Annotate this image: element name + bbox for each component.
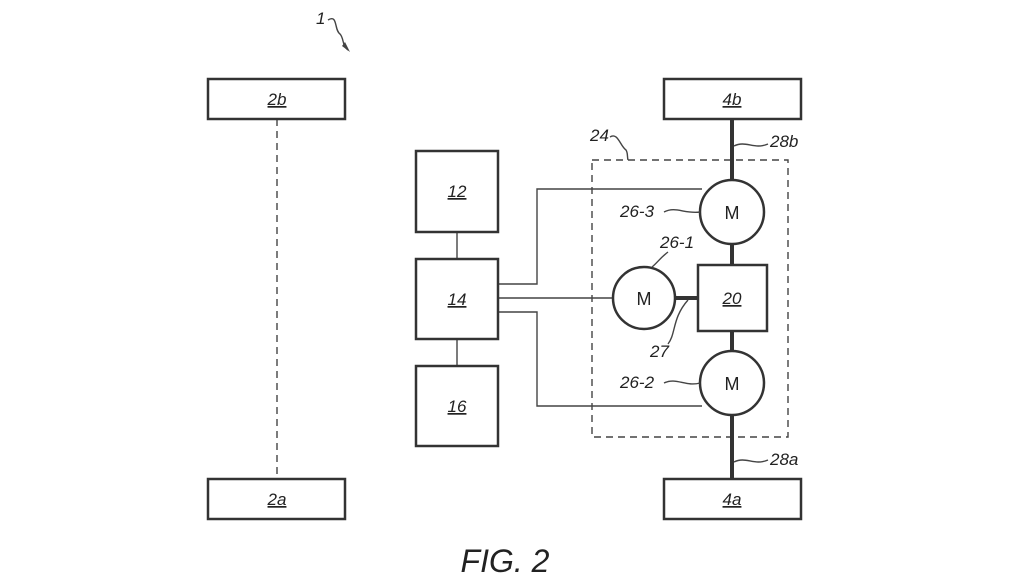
front-shaft-ref: 28b bbox=[769, 132, 798, 151]
wheel-4b-box bbox=[662, 77, 803, 121]
wheel-4a-box bbox=[662, 477, 803, 521]
rear-shaft-leader bbox=[733, 459, 769, 463]
motor-26-3-ref: 26-3 bbox=[619, 202, 655, 221]
link-14-motor2 bbox=[498, 311, 702, 407]
link-14-motor3 bbox=[498, 188, 702, 285]
front-shaft-leader bbox=[733, 143, 769, 147]
block-14-label: 14 bbox=[448, 290, 467, 309]
block-16-label: 16 bbox=[448, 397, 467, 416]
system-ref-label: 1 bbox=[316, 9, 325, 28]
block-14-box bbox=[414, 257, 500, 341]
block-20-label: 20 bbox=[722, 289, 742, 308]
wheel-2b-label: 2b bbox=[267, 90, 287, 109]
motor-26-3-symbol: M bbox=[725, 203, 740, 223]
block-12-label: 12 bbox=[448, 182, 467, 201]
motor-26-1-leader bbox=[651, 251, 669, 268]
wheel-2b-box bbox=[206, 77, 347, 121]
wheel-4a-label: 4a bbox=[723, 490, 742, 509]
coupling-27-leader bbox=[667, 299, 689, 345]
system-ref-arrowhead bbox=[342, 42, 350, 52]
motor-26-2-ref: 26-2 bbox=[619, 373, 655, 392]
motor-26-2-leader bbox=[663, 380, 701, 385]
motor-26-1-ref: 26-1 bbox=[659, 233, 694, 252]
wheel-2a-label: 2a bbox=[267, 490, 287, 509]
motor-26-1 bbox=[611, 265, 677, 331]
rear-shaft-ref: 28a bbox=[769, 450, 798, 469]
motor-26-2-symbol: M bbox=[725, 374, 740, 394]
motor-26-1-symbol: M bbox=[637, 289, 652, 309]
drive-unit-ref-label: 24 bbox=[589, 126, 609, 145]
wheel-2a-box bbox=[206, 477, 347, 521]
block-12-box bbox=[414, 149, 500, 234]
wheel-4b-label: 4b bbox=[723, 90, 742, 109]
drive-unit-leader bbox=[609, 135, 629, 161]
coupling-27-ref: 27 bbox=[649, 342, 669, 361]
figure-caption: FIG. 2 bbox=[461, 543, 550, 579]
motor-26-3-leader bbox=[663, 209, 701, 214]
block-20-box bbox=[696, 263, 769, 333]
block-16-box bbox=[414, 364, 500, 448]
